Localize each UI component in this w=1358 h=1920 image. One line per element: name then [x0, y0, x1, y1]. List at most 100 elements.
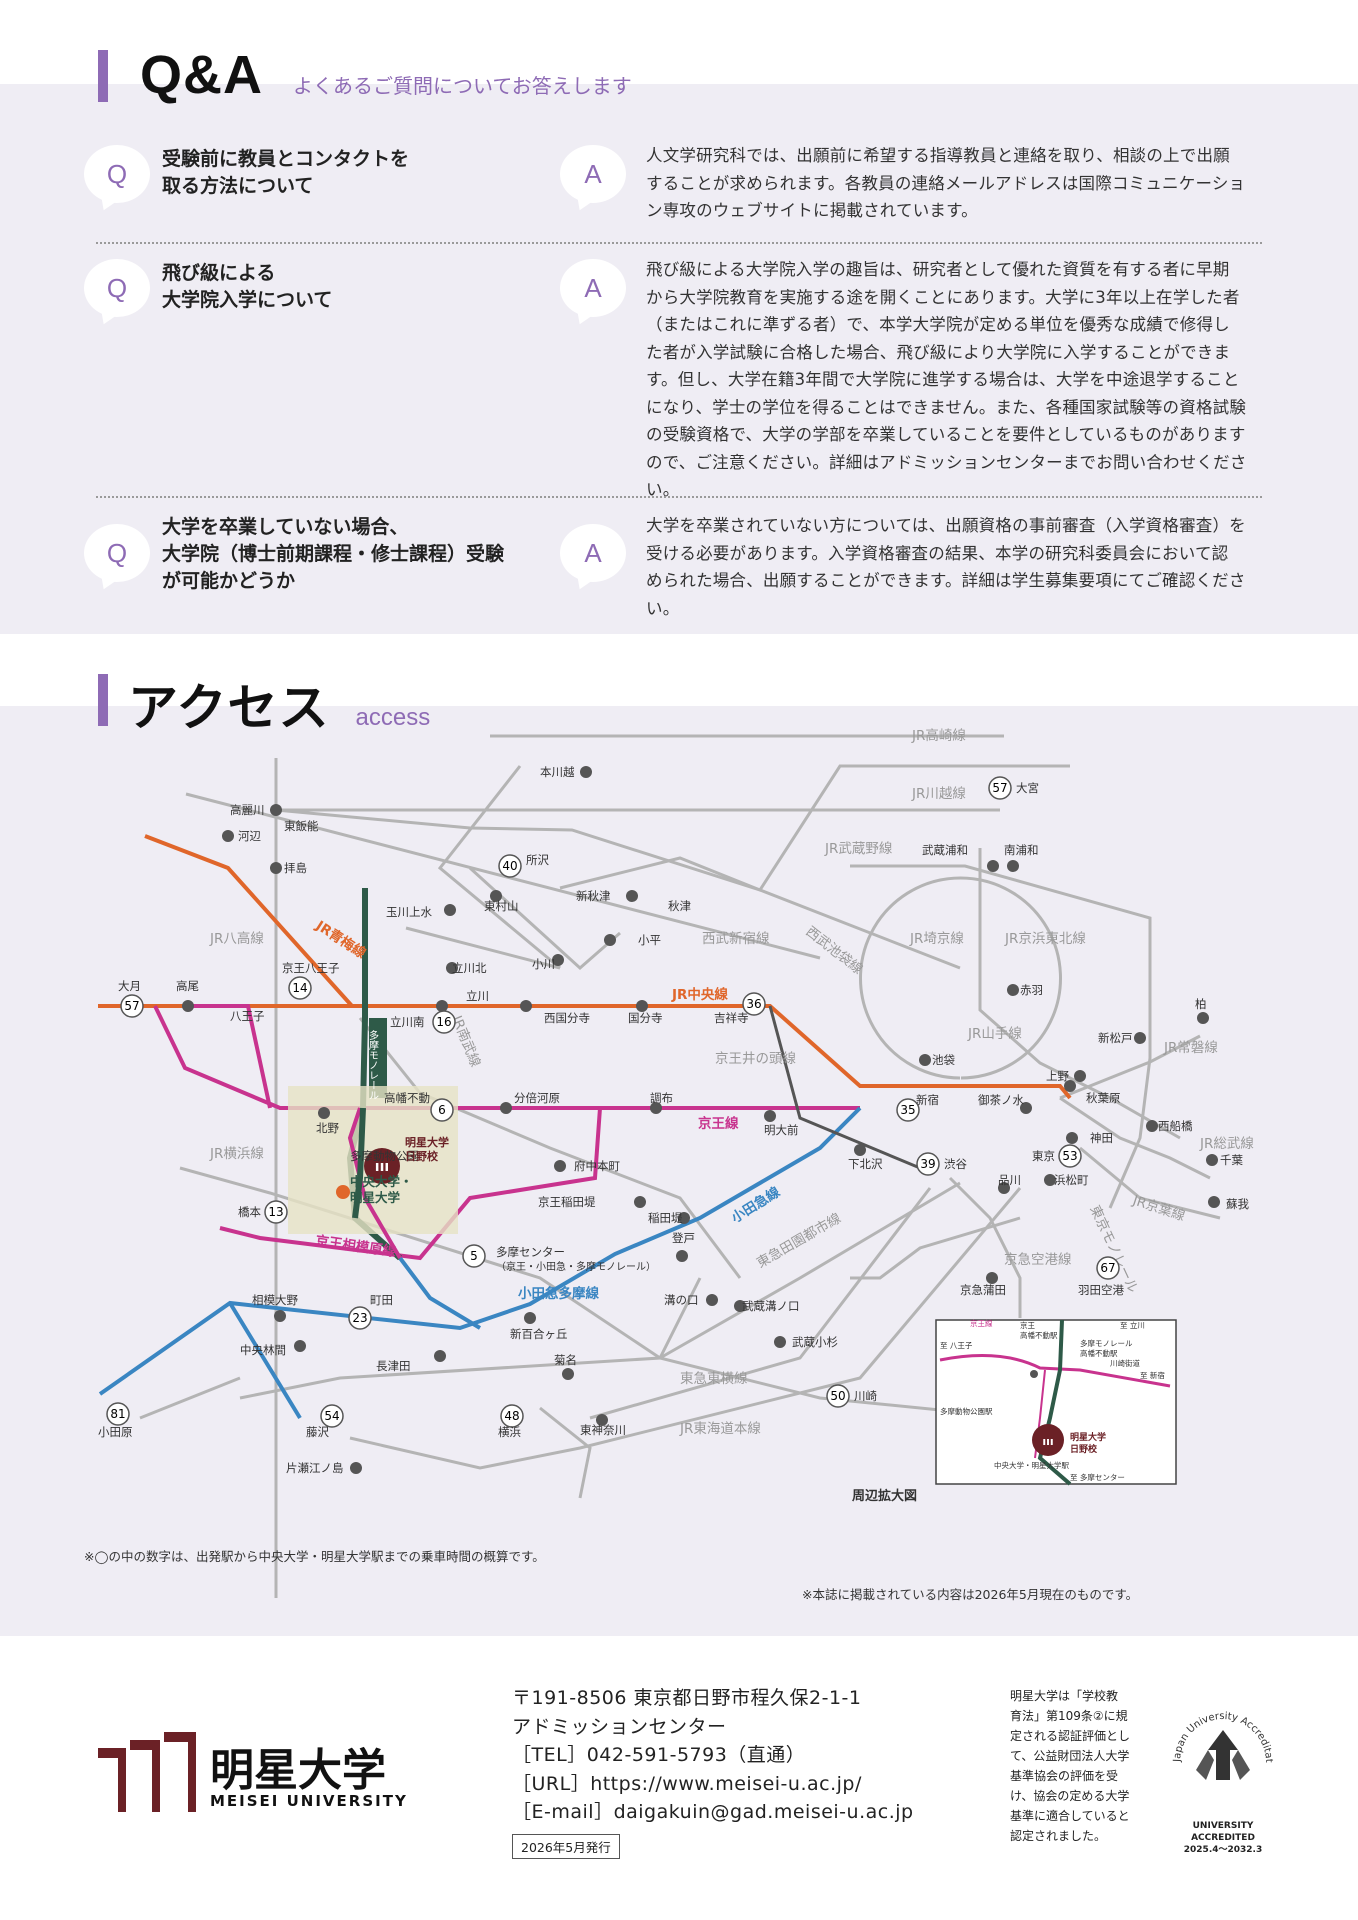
svg-text:西武池袋線: 西武池袋線: [803, 924, 866, 978]
svg-text:東急東横線: 東急東横線: [680, 1371, 748, 1387]
svg-text:新宿: 新宿: [916, 1093, 939, 1107]
accreditation-seal: Japan University Accreditation Associati…: [1168, 1700, 1274, 1855]
svg-text:東京: 東京: [1032, 1149, 1055, 1163]
meisei-logo: 明星大学 MEISEI UNIVERSITY: [98, 1728, 406, 1816]
svg-text:府中本町: 府中本町: [574, 1159, 620, 1173]
address: 〒191-8506 東京都日野市程久保2-1-1: [512, 1687, 862, 1709]
contact-block: 〒191-8506 東京都日野市程久保2-1-1 アドミッションセンター ［TE…: [512, 1684, 914, 1827]
svg-text:54: 54: [324, 1409, 339, 1423]
svg-text:67: 67: [1100, 1261, 1115, 1275]
question-text: 飛び級による大学院入学について: [162, 262, 333, 311]
svg-text:拝島: 拝島: [284, 861, 307, 875]
svg-text:横浜: 横浜: [498, 1425, 521, 1439]
qa-background: [0, 84, 1358, 634]
svg-text:多摩動物公園: 多摩動物公園: [350, 1149, 419, 1163]
qa-divider: [96, 496, 1262, 498]
campus-label-2: 日野校: [405, 1149, 439, 1163]
svg-text:小平: 小平: [638, 933, 661, 947]
line-seibu-ikebukuro-b: [559, 856, 961, 970]
svg-text:西船橋: 西船橋: [1158, 1119, 1193, 1133]
svg-text:ııı: ııı: [1042, 1435, 1053, 1448]
line-yamanote: [859, 876, 1062, 1080]
line-joban: [1059, 1034, 1201, 1100]
line-keikyu: [850, 1216, 1021, 1280]
svg-text:81: 81: [110, 1407, 125, 1421]
a-bubble: A: [560, 524, 626, 582]
svg-text:中央林間: 中央林間: [240, 1343, 286, 1357]
svg-text:新百合ヶ丘: 新百合ヶ丘: [510, 1327, 568, 1341]
svg-text:本川越: 本川越: [540, 765, 575, 779]
svg-text:京王稲田堤: 京王稲田堤: [538, 1195, 596, 1209]
svg-text:JR山手線: JR山手線: [967, 1026, 1022, 1042]
line-odakyu-enoshima-a: [139, 1376, 241, 1420]
svg-text:JR常磐線: JR常磐線: [1163, 1040, 1218, 1056]
svg-text:京王線: 京王線: [970, 1318, 993, 1328]
email-link[interactable]: ［E-mail］daigakuin@gad.meisei-u.ac.jp: [512, 1801, 914, 1823]
svg-text:町田: 町田: [370, 1293, 393, 1307]
svg-text:玉川上水: 玉川上水: [386, 905, 432, 919]
line-seibu-ikebukuro-a: [437, 765, 561, 970]
line-yokohama: [179, 1166, 1021, 1420]
qa-item-3: Q 大学を卒業していない場合、大学院（博士前期課程・修士課程）受験が可能かどうか…: [84, 512, 1264, 618]
svg-text:周辺拡大図: 周辺拡大図: [852, 1488, 917, 1504]
svg-text:5: 5: [470, 1249, 478, 1263]
svg-text:千葉: 千葉: [1220, 1153, 1243, 1167]
qa-title-bar: [98, 50, 108, 102]
svg-text:中央大学・明星大学駅: 中央大学・明星大学駅: [994, 1460, 1069, 1470]
svg-text:浜松町: 浜松町: [1054, 1173, 1089, 1187]
campus-label-1: 明星大学: [405, 1135, 449, 1149]
svg-text:東神奈川: 東神奈川: [580, 1423, 626, 1437]
svg-text:高幡不動: 高幡不動: [384, 1091, 430, 1105]
svg-text:下北沢: 下北沢: [848, 1157, 883, 1171]
access-title-bar: [98, 674, 108, 726]
svg-text:JR総武線: JR総武線: [1199, 1136, 1254, 1152]
svg-text:57: 57: [124, 999, 139, 1013]
svg-text:川崎街道: 川崎街道: [1110, 1358, 1140, 1368]
campus-area-monorail: [352, 1107, 366, 1219]
campus-marker: [364, 1148, 400, 1184]
svg-text:高幡不動駅: 高幡不動駅: [1080, 1348, 1118, 1358]
svg-text:北野: 北野: [316, 1121, 339, 1135]
qa-item-1: Q 受験前に教員とコンタクトを取る方法について A 人文学研究科では、出願前に希…: [84, 142, 1264, 232]
svg-text:渋谷: 渋谷: [944, 1157, 967, 1171]
svg-text:ACCREDITED: ACCREDITED: [1191, 1833, 1255, 1843]
svg-text:大宮: 大宮: [1016, 781, 1039, 795]
svg-text:川崎: 川崎: [854, 1389, 877, 1403]
tel[interactable]: ［TEL］042-591-5793（直通）: [512, 1744, 806, 1766]
answer-text: 大学を卒業されていない方については、出願資格の事前審査（入学資格審査）を受ける必…: [646, 516, 1246, 618]
monorail-label-bg: [369, 1018, 387, 1098]
svg-text:至 八王子: 至 八王子: [940, 1341, 973, 1350]
svg-text:明星大学: 明星大学: [1070, 1431, 1106, 1443]
svg-text:小川: 小川: [532, 957, 555, 971]
line-tokaido-n: [948, 1176, 1022, 1318]
line-odakyu-enoshima: [228, 1301, 302, 1420]
line-ome: [144, 834, 354, 1008]
url-link[interactable]: ［URL］https://www.meisei-u.ac.jp/: [512, 1772, 862, 1795]
svg-text:赤羽: 赤羽: [1020, 983, 1043, 997]
chuo-meisei-label-1: 中央大学・: [350, 1174, 413, 1189]
campus-labels: 中央大学・ 明星大学 明星大学 日野校: [350, 1135, 449, 1205]
svg-text:（京王・小田急・多摩モノレール）: （京王・小田急・多摩モノレール）: [496, 1260, 656, 1273]
svg-text:小田急線: 小田急線: [728, 1183, 783, 1226]
line-seibu-kokubunji: [468, 866, 621, 971]
svg-text:国分寺: 国分寺: [628, 1011, 663, 1025]
line-toyoko: [589, 1187, 932, 1420]
svg-text:JR八高線: JR八高線: [209, 930, 264, 947]
svg-text:大月: 大月: [118, 979, 141, 993]
svg-text:長津田: 長津田: [376, 1359, 411, 1373]
svg-text:神田: 神田: [1090, 1131, 1113, 1145]
inset-map: ııı 京王線 至 八王子 至 新宿 至 立川 至 多摩センター 京王 高幡不動…: [852, 1318, 1177, 1504]
map-note-date: ※本誌に掲載されている内容は2026年5月現在のものです。: [802, 1587, 1139, 1602]
svg-text:秋津: 秋津: [668, 899, 691, 913]
admission-center: アドミッションセンター: [512, 1715, 727, 1738]
svg-text:13: 13: [268, 1205, 283, 1219]
line-tokaido: [349, 1187, 1022, 1470]
svg-text:藤沢: 藤沢: [306, 1425, 329, 1439]
q-bubble: Q: [84, 259, 150, 317]
line-chuo: [98, 1004, 1072, 1100]
station-labels: 本川越 大宮 高麗川 東飯能 河辺 拝島 所沢 武蔵浦和 南浦和 玉川上水 東村…: [98, 765, 1249, 1475]
answer-text: 飛び級による大学院入学の趣旨は、研究者として優れた資質を有する者に早期から大学院…: [646, 260, 1247, 499]
route-map: ııı JR高崎線 JR川越線 JR武蔵野線 西武新宿線 西武池袋線 JR埼京線…: [98, 727, 1254, 1598]
line-odakyu: [98, 1106, 862, 1396]
svg-text:高幡不動駅: 高幡不動駅: [1020, 1330, 1058, 1340]
